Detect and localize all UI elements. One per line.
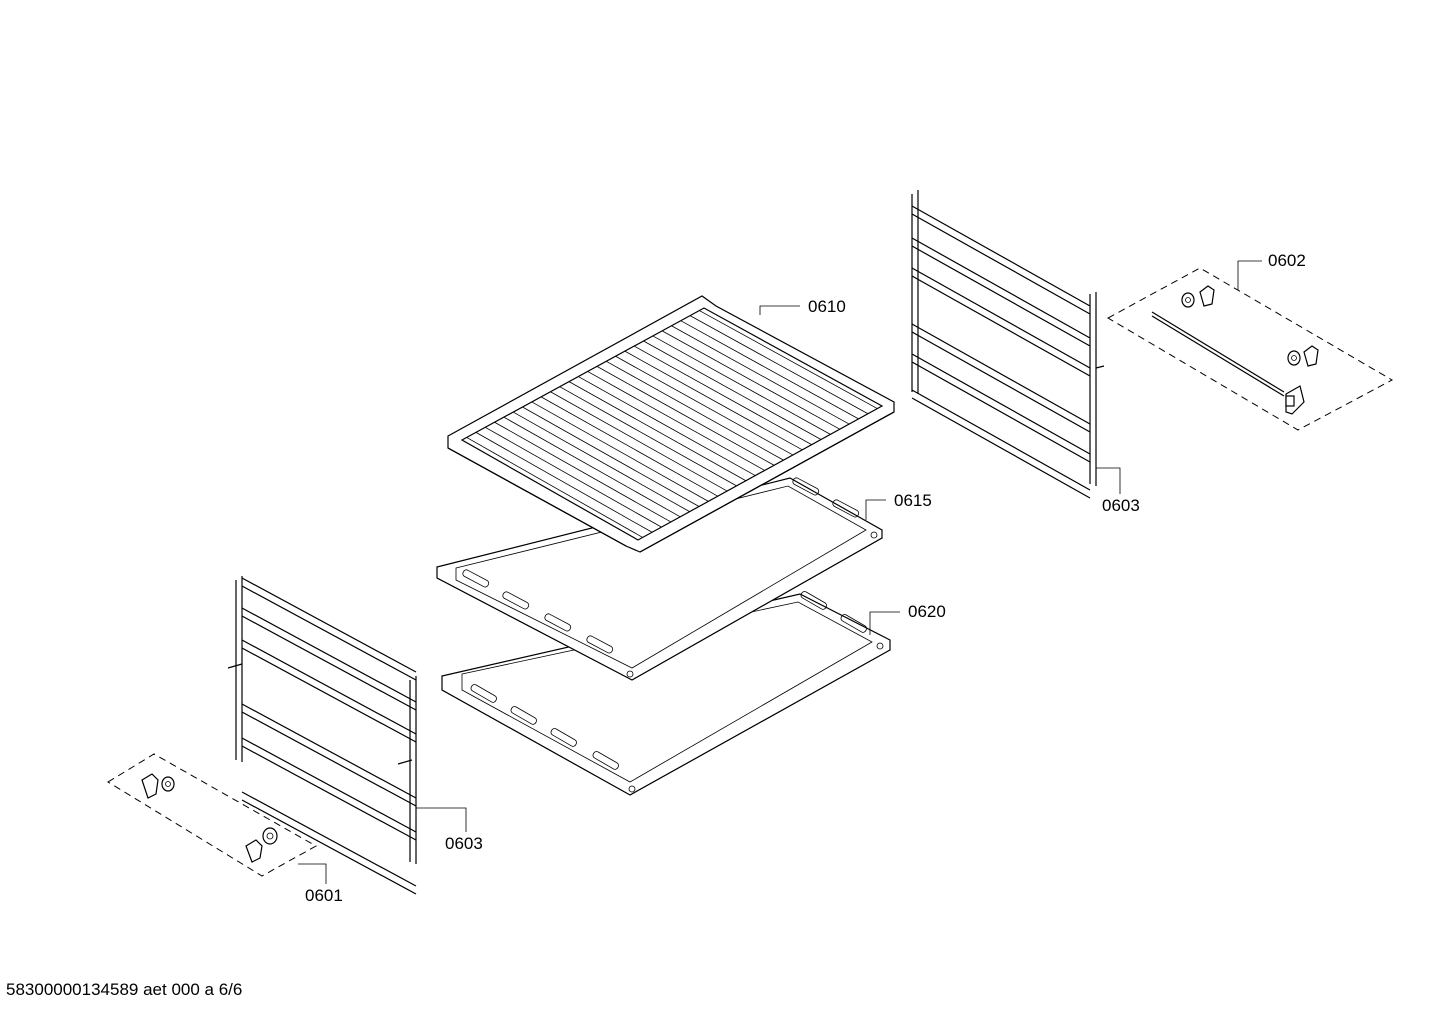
wire-shelf-drawing [447,295,895,553]
wire [241,745,417,841]
wire [241,577,417,673]
rack-rail-right-drawing [911,190,1105,499]
part-label: 0615 [894,491,932,510]
wire [522,406,700,507]
part-label: 0601 [305,886,343,905]
fixing-kit-left-drawing [107,753,318,877]
part-label: 0610 [808,297,846,316]
wire [652,335,831,435]
wire [596,366,775,466]
wire [241,647,417,743]
wire [241,711,417,807]
wire [587,371,765,471]
wire [606,360,784,461]
part-label: 0620 [908,602,946,621]
wire [699,310,878,409]
rack-rail-left-drawing [227,576,417,895]
fixing-kit-right-drawing [1106,267,1394,431]
wire [466,437,643,538]
wire [911,275,1091,377]
wire [680,320,859,420]
wire [911,245,1091,347]
part-label: 0603 [445,834,483,853]
wire [911,331,1091,433]
wire [241,799,417,895]
wire [578,376,756,476]
wire [615,355,794,456]
wire [689,315,869,415]
wire [241,639,417,735]
wire [911,323,1091,425]
wire [568,381,747,482]
wire [911,389,1091,491]
wire [911,353,1091,455]
document-footer: 58300000134589 aet 000 a 6/6 [6,980,243,999]
wire [643,340,822,440]
wire [485,426,662,528]
wire [494,421,672,523]
wire [241,703,417,799]
wire [633,345,812,446]
wire [241,607,417,703]
part-label: 0603 [1102,496,1140,515]
wire [241,737,417,833]
part-label: 0602 [1268,251,1306,270]
wire [475,432,653,533]
wire [911,361,1091,463]
wire [911,267,1091,369]
wire [911,237,1091,339]
wire [671,325,850,425]
wire [559,386,737,487]
wire [503,416,681,518]
wire [241,791,417,887]
wire [624,350,803,451]
wire [241,615,417,711]
wire [911,397,1091,499]
baking-tray-drawing [436,477,883,681]
wire [550,391,728,492]
leader-lines [298,260,1262,884]
wire [911,205,1091,307]
wire [540,396,718,497]
wire [241,585,417,681]
wire [531,401,709,502]
wire [911,213,1091,315]
wire [512,411,690,513]
wire [661,330,840,430]
